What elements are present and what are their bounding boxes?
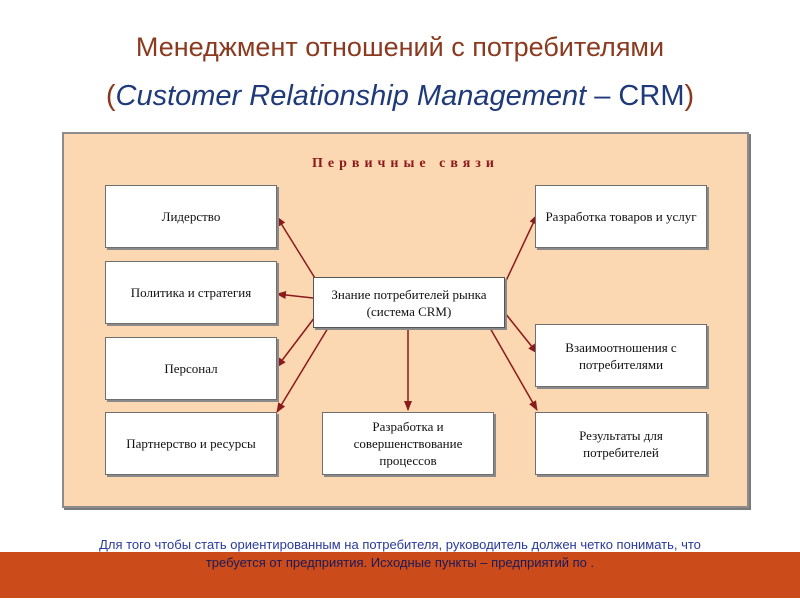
box-partnership-resources: Партнерство и ресурсы [105, 412, 277, 475]
subtitle-crm: – CRM [586, 80, 685, 112]
subtitle-english: Customer Relationship Management [115, 80, 587, 112]
arrow-to-products [504, 214, 538, 284]
box-personnel: Персонал [105, 337, 277, 400]
footer-bar [0, 552, 800, 598]
arrow-to-personnel [276, 312, 319, 368]
box-policy-strategy: Политика и стратегия [105, 261, 277, 324]
arrow-to-relations [504, 312, 538, 354]
slide-subtitle: (Customer Relationship Management – CRM) [0, 80, 800, 113]
box-products-services: Разработка товаров и услуг [535, 185, 707, 248]
box-leadership: Лидерство [105, 185, 277, 248]
box-process-development: Разработка и совершенствование процессов [322, 412, 494, 475]
arrow-to-leadership [276, 216, 319, 284]
arrow-to-partnership [276, 327, 329, 413]
footer-line-2-a: требуется от предприятия. Исходные пункт… [205, 555, 488, 570]
arrow-to-policy [276, 291, 314, 299]
footer-line-2: требуется от предприятия. Исходные пункт… [20, 554, 780, 572]
panel-title: Первичные связи [312, 156, 499, 171]
box-customer-relations: Взаимоотношения с потребителями [535, 324, 707, 387]
footer-line-2-c: . [590, 555, 595, 570]
slide-title: Менеджмент отношений с потребителями [135, 32, 665, 62]
subtitle-open-paren: ( [105, 80, 116, 112]
footer-line-2-b: предприятий по [491, 555, 587, 570]
footer-line-1: Для того чтобы стать ориентированным на … [99, 537, 701, 552]
box-customer-results: Результаты для потребителей [535, 412, 707, 475]
arrow-to-results [489, 327, 538, 411]
footer-text: Для того чтобы стать ориентированным на … [20, 536, 780, 572]
center-box-crm: Знание потребителей рынка (система CRM) [313, 277, 505, 328]
subtitle-close-paren: ) [684, 80, 695, 112]
